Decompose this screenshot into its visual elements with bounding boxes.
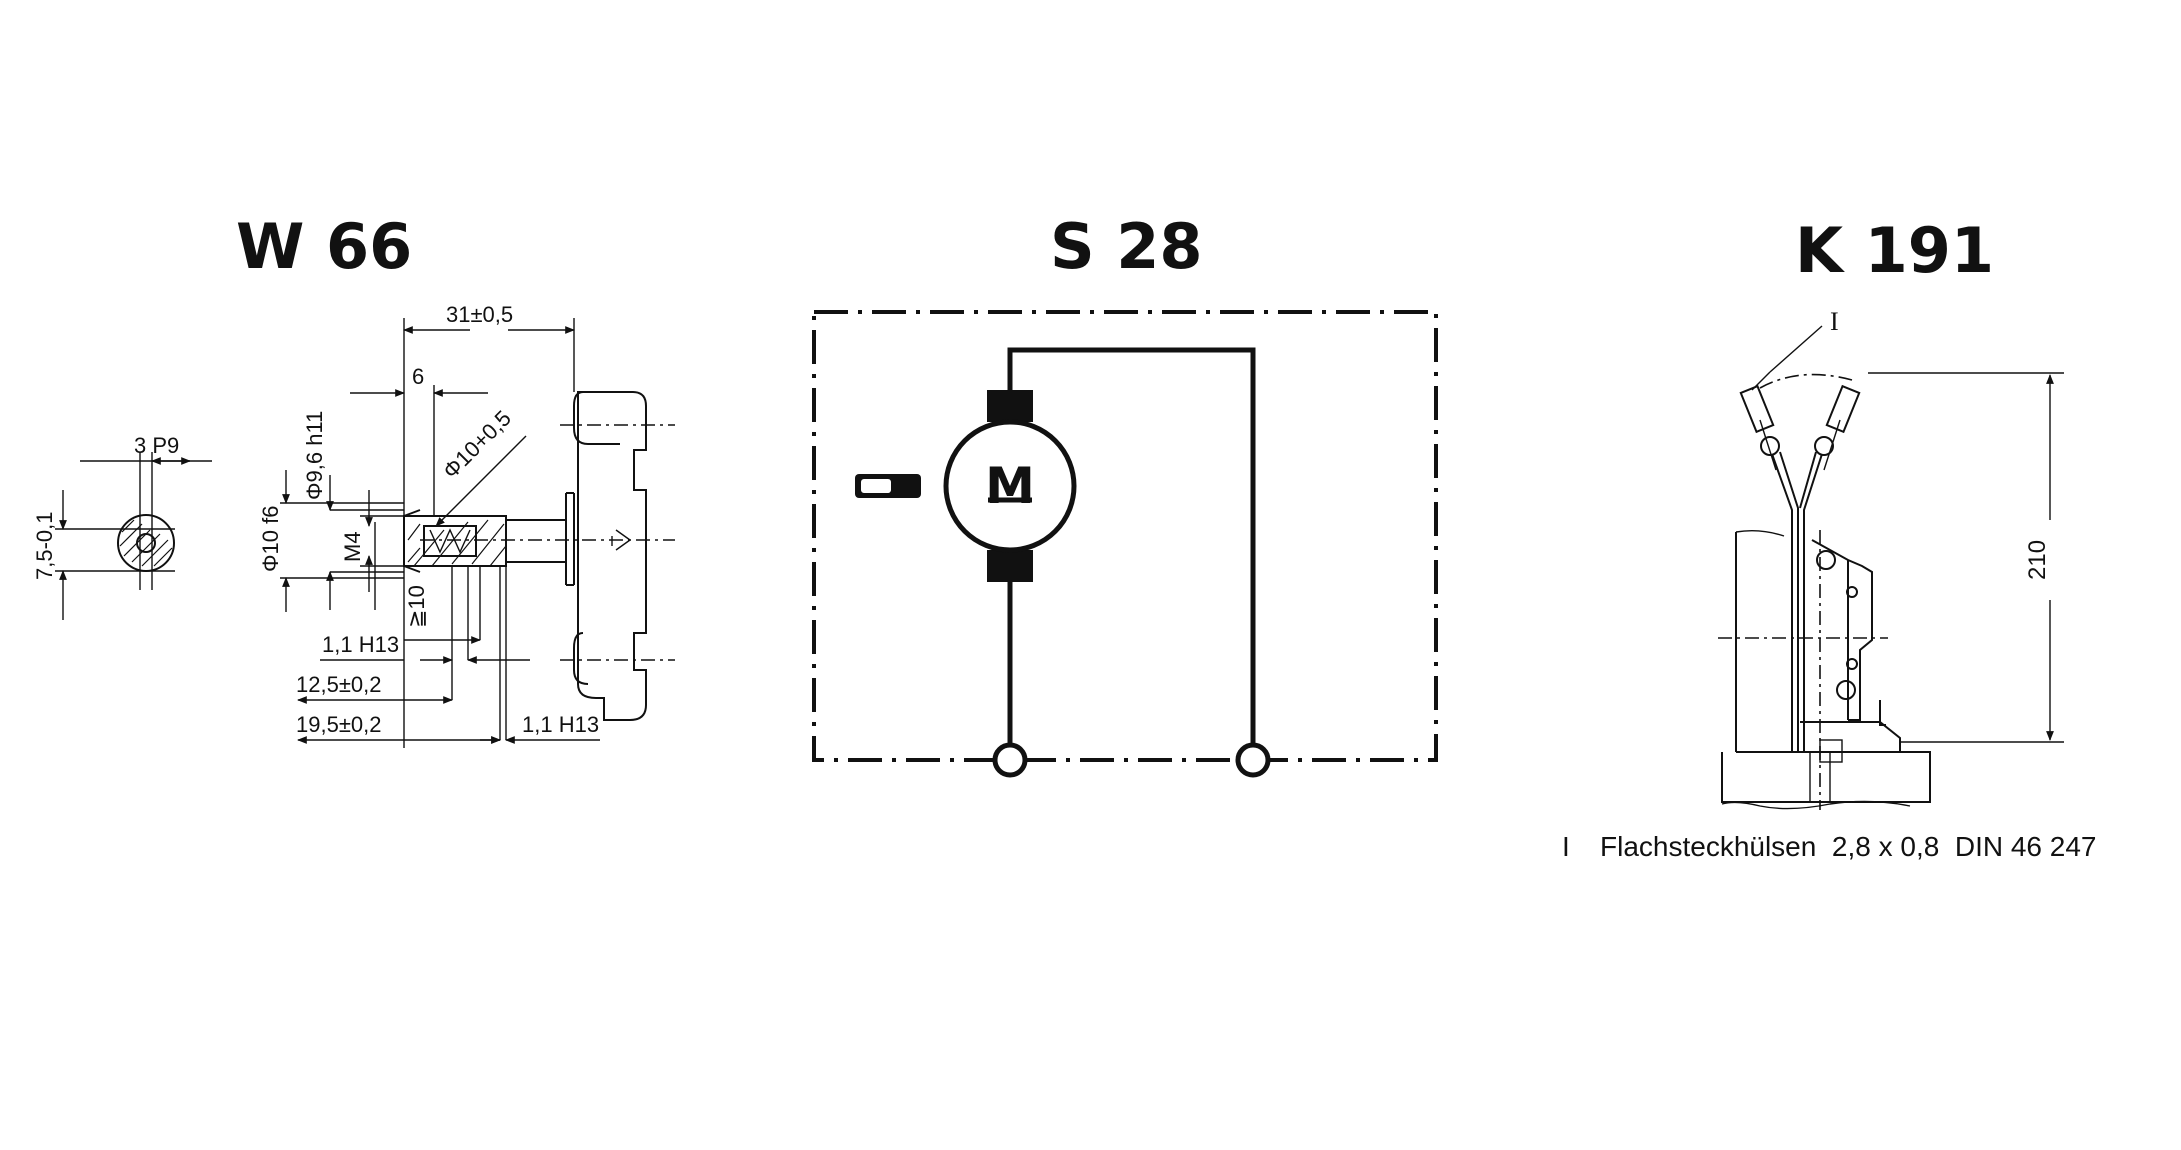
- w66-thread-depth-dim: 6: [412, 364, 424, 389]
- k191-callout-label: I: [1830, 307, 1839, 336]
- w66-shaft-end-view: 3 P9 7,5-0,1: [32, 433, 212, 620]
- w66-keyway-dim: 3 P9: [134, 433, 179, 458]
- w66-len-19-dim: 19,5±0,2: [296, 712, 381, 737]
- w66-thread-dim: M4: [340, 531, 365, 562]
- w66-len-12-dim: 12,5±0,2: [296, 672, 381, 697]
- s28-title: S 28: [1050, 210, 1203, 283]
- k191-title: K 191: [1795, 214, 1994, 287]
- w66-length-total-dim: 31±0,5: [446, 302, 513, 327]
- w66-groove-1-dim: 1,1 H13: [322, 632, 399, 657]
- s28-wire-top: [1007, 347, 1256, 745]
- s28-motor-symbol: M: [943, 390, 1077, 582]
- s28-terminal-right: [1235, 742, 1271, 778]
- k191-flat-receptacles: [1739, 384, 1861, 752]
- panel-k191: K 191 I: [1562, 214, 2097, 862]
- panel-s28: S 28 M: [812, 210, 1438, 778]
- k191-note-text: Flachsteckhülsen 2,8 x 0,8 DIN 46 247: [1600, 831, 2097, 862]
- k191-housing: [1718, 529, 1931, 810]
- w66-shaft-h11-dim: Φ9,6 h11: [302, 411, 327, 500]
- s28-motor-label: M: [985, 457, 1035, 515]
- s28-connector-symbol: [855, 474, 921, 498]
- w66-groove-2-dim: 1,1 H13: [522, 712, 599, 737]
- k191-height-dimension: 210: [1868, 372, 2064, 743]
- k191-note-marker: I: [1562, 831, 1570, 862]
- w66-height-dim: 7,5-0,1: [32, 512, 57, 581]
- w66-min-thread-dim: ≧10: [404, 585, 429, 628]
- s28-terminal-left: [992, 742, 1028, 778]
- w66-side-view: 31±0,5 6 Φ10+0,5 Φ9,6 h11 Φ10 f6 M4 ≧10: [258, 302, 675, 748]
- w66-shaft-f6-dim: Φ10 f6: [258, 506, 283, 572]
- k191-height-dim: 210: [2024, 540, 2051, 580]
- w66-bore-dia-dim: Φ10+0,5: [438, 405, 516, 483]
- w66-title: W 66: [236, 210, 412, 283]
- panel-w66: W 66 3 P9 7,5-0,1: [32, 210, 675, 748]
- s28-enclosure-boundary: [812, 310, 1438, 762]
